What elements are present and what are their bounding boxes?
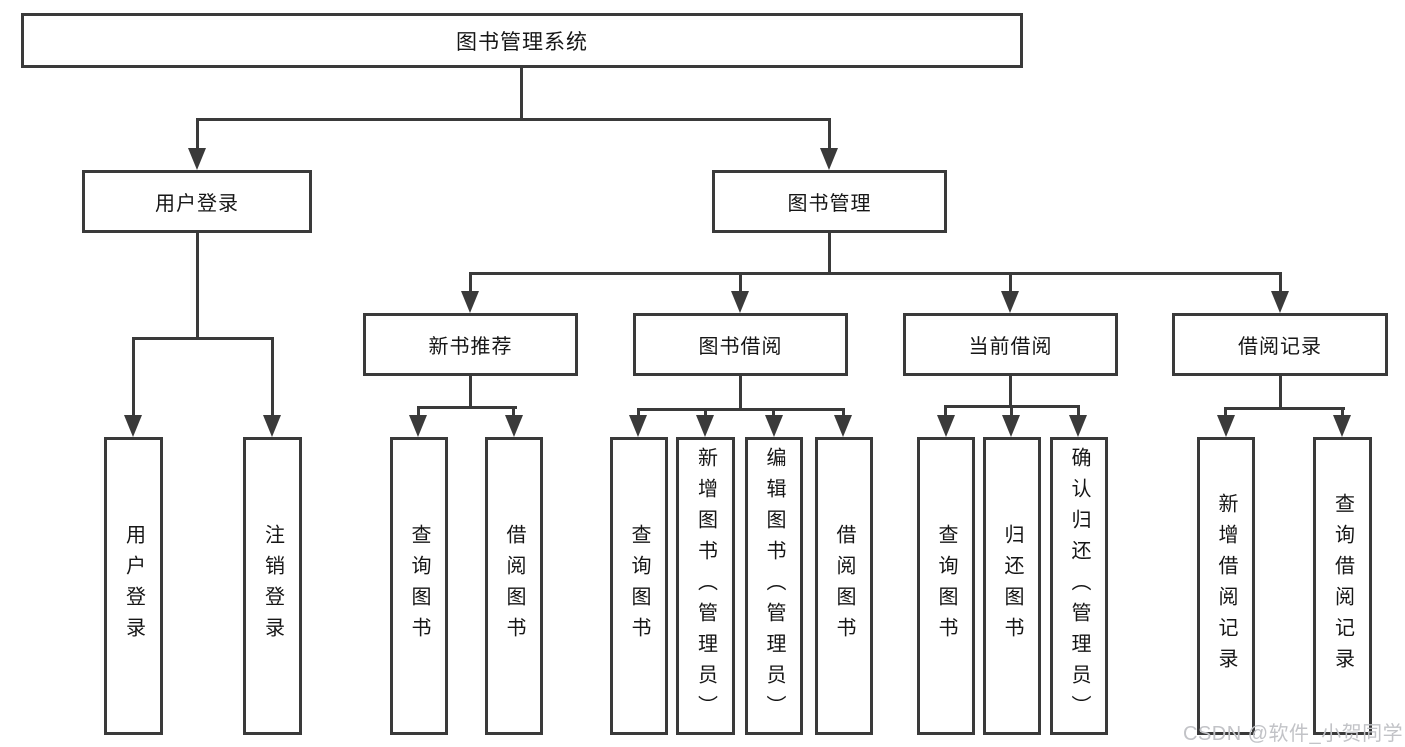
connector-line xyxy=(271,337,274,417)
arrow-head xyxy=(1069,415,1087,437)
leaf-query-books-borrowing: 查询图书 xyxy=(610,437,668,735)
connector-line xyxy=(1341,407,1344,417)
connector-line xyxy=(1009,376,1012,408)
leaf-edit-books-admin: 编辑图书（管理员） xyxy=(745,437,803,735)
connector-line xyxy=(842,408,845,417)
arrow-head xyxy=(696,415,714,437)
connector-line xyxy=(417,406,420,417)
connector-line xyxy=(772,408,775,417)
connector-line xyxy=(1077,405,1080,417)
arrow-head xyxy=(188,148,206,170)
connector-line xyxy=(739,376,742,411)
arrow-head xyxy=(765,415,783,437)
connector-line xyxy=(828,118,831,150)
connector-line xyxy=(1009,272,1012,293)
arrow-head xyxy=(731,291,749,313)
connector-line xyxy=(417,406,517,409)
leaf-logout: 注销登录 xyxy=(243,437,302,735)
arrow-head xyxy=(1333,415,1351,437)
arrow-head xyxy=(124,415,142,437)
arrow-head xyxy=(834,415,852,437)
arrow-head xyxy=(629,415,647,437)
node-user-login: 用户登录 xyxy=(82,170,312,233)
leaf-borrow-books: 借阅图书 xyxy=(815,437,873,735)
connector-line xyxy=(1010,405,1013,417)
connector-line xyxy=(1224,407,1227,417)
leaf-add-books-admin: 新增图书（管理员） xyxy=(676,437,735,735)
connector-line xyxy=(196,233,199,340)
arrow-head xyxy=(461,291,479,313)
connector-line xyxy=(637,408,845,411)
arrow-head xyxy=(1271,291,1289,313)
node-library-system: 图书管理系统 xyxy=(21,13,1023,68)
arrow-head xyxy=(1002,415,1020,437)
leaf-confirm-return-admin: 确认归还（管理员） xyxy=(1050,437,1108,735)
arrow-head xyxy=(937,415,955,437)
arrow-head xyxy=(1001,291,1019,313)
leaf-borrow-books-recommend: 借阅图书 xyxy=(485,437,543,735)
connector-line xyxy=(520,68,523,121)
leaf-add-borrow-record: 新增借阅记录 xyxy=(1197,437,1255,735)
connector-line xyxy=(132,337,274,340)
connector-line xyxy=(739,272,742,293)
connector-line xyxy=(132,337,135,417)
arrow-head xyxy=(505,415,523,437)
node-book-management: 图书管理 xyxy=(712,170,947,233)
node-book-borrowing: 图书借阅 xyxy=(633,313,848,376)
leaf-return-books: 归还图书 xyxy=(983,437,1041,735)
leaf-user-login: 用户登录 xyxy=(104,437,163,735)
connector-line xyxy=(469,272,1282,275)
node-current-borrowing: 当前借阅 xyxy=(903,313,1118,376)
connector-line xyxy=(828,233,831,275)
connector-line xyxy=(1279,376,1282,410)
leaf-query-borrow-record: 查询借阅记录 xyxy=(1313,437,1372,735)
connector-line xyxy=(469,376,472,409)
node-borrowing-records: 借阅记录 xyxy=(1172,313,1388,376)
connector-line xyxy=(196,118,199,150)
arrow-head xyxy=(1217,415,1235,437)
leaf-query-books-current: 查询图书 xyxy=(917,437,975,735)
connector-line xyxy=(512,406,515,417)
arrow-head xyxy=(409,415,427,437)
leaf-query-books-recommend: 查询图书 xyxy=(390,437,448,735)
watermark: CSDN @软件_小贺同学 xyxy=(1183,723,1404,745)
connector-line xyxy=(469,272,472,293)
arrow-head xyxy=(263,415,281,437)
node-new-book-recommend: 新书推荐 xyxy=(363,313,578,376)
connector-line xyxy=(637,408,640,417)
connector-line xyxy=(196,118,831,121)
connector-line xyxy=(704,408,707,417)
connector-line xyxy=(1279,272,1282,293)
connector-line xyxy=(1224,407,1345,410)
arrow-head xyxy=(820,148,838,170)
connector-line xyxy=(944,405,947,417)
